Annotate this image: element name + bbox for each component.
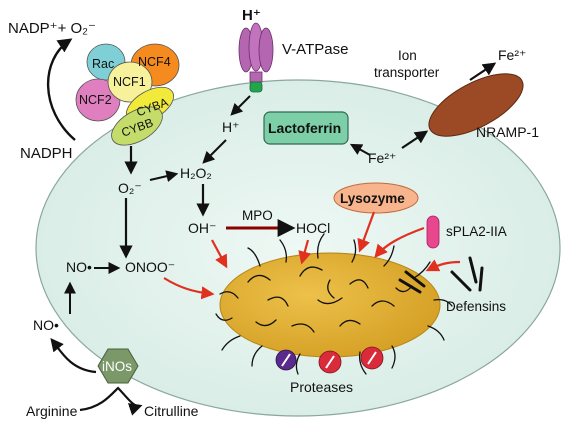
nramp1-transporter	[428, 73, 524, 137]
cybb-protein	[111, 106, 163, 146]
fe-top-label: Fe²⁺	[498, 47, 526, 63]
nadph-to-nadp-arrow	[46, 38, 76, 141]
ion-transporter-label-1: Ion	[398, 48, 417, 63]
inos-to-no-arrow	[50, 337, 97, 374]
cell-body	[35, 79, 561, 417]
defensins-spikes	[398, 256, 484, 294]
v-atpase-pump	[238, 22, 274, 93]
protease-icons	[275, 346, 384, 374]
hplus-to-h2o2-arrow	[202, 139, 227, 164]
lysozyme-label: Lysozyme	[340, 191, 405, 206]
proteases-label: Proteases	[290, 379, 353, 395]
spla2-label: sPLA2-IIA	[446, 224, 507, 239]
lactoferrin-box	[263, 111, 349, 145]
onoo-label: ONOO⁻	[125, 259, 175, 275]
v-atpase-label: V-ATPase	[282, 41, 348, 58]
lactoferrin-label: Lactoferrin	[268, 120, 341, 136]
h-plus-top-label: H⁺	[242, 7, 261, 24]
h2o2-label: H₂O₂	[180, 165, 212, 181]
hocl-label: HOCl	[296, 220, 330, 236]
citrulline-label: Citrulline	[144, 403, 199, 419]
nadph-oxidase-complex: Rac NCF4 NCF1 NCF2 CYBA CYBB	[75, 43, 180, 146]
inos-label: iNOs	[102, 359, 132, 374]
spla2-capsule	[426, 215, 440, 249]
nadph-label: NADPH	[20, 145, 73, 162]
lysozyme-pill	[333, 182, 419, 214]
rac-label: Rac	[92, 57, 114, 71]
ion-transporter-label-2: transporter	[374, 65, 440, 80]
o2-minus-label: O₂⁻	[118, 180, 142, 196]
ncf1-protein	[107, 61, 153, 103]
arginine-to-citrulline-arrow	[79, 386, 143, 416]
defensins-label: Defensins	[446, 299, 506, 314]
oh-minus-label: OH⁻	[188, 220, 216, 236]
nadp-plus-label: NADP⁺+ O₂⁻	[8, 20, 96, 37]
no-radical-2-label: NO•	[33, 317, 59, 333]
fe-to-lactoferrin-arrow	[349, 143, 371, 156]
ncf1-label: NCF1	[113, 75, 146, 89]
mpo-label: MPO	[242, 208, 273, 223]
ncf4-label: NCF4	[138, 55, 171, 69]
ncf2-label: NCF2	[79, 93, 112, 107]
red-attack-arrows	[163, 211, 461, 300]
phagosome	[219, 252, 441, 358]
fe-mid-label: Fe²⁺	[368, 150, 396, 166]
vatpase-to-hplus-arrow	[230, 95, 251, 116]
h-plus-mid-label: H⁺	[222, 119, 240, 135]
arginine-label: Arginine	[26, 403, 78, 419]
o2-to-h2o2-arrow	[149, 170, 179, 183]
fe-to-nramp-arrow	[401, 130, 429, 149]
no-radical-1-label: NO•	[66, 259, 92, 275]
inos-hexagon	[97, 348, 139, 384]
nramp1-label: NRAMP-1	[476, 124, 539, 140]
bacteria-filaments	[215, 233, 453, 375]
nramp-to-fe-out-arrow	[469, 62, 497, 81]
